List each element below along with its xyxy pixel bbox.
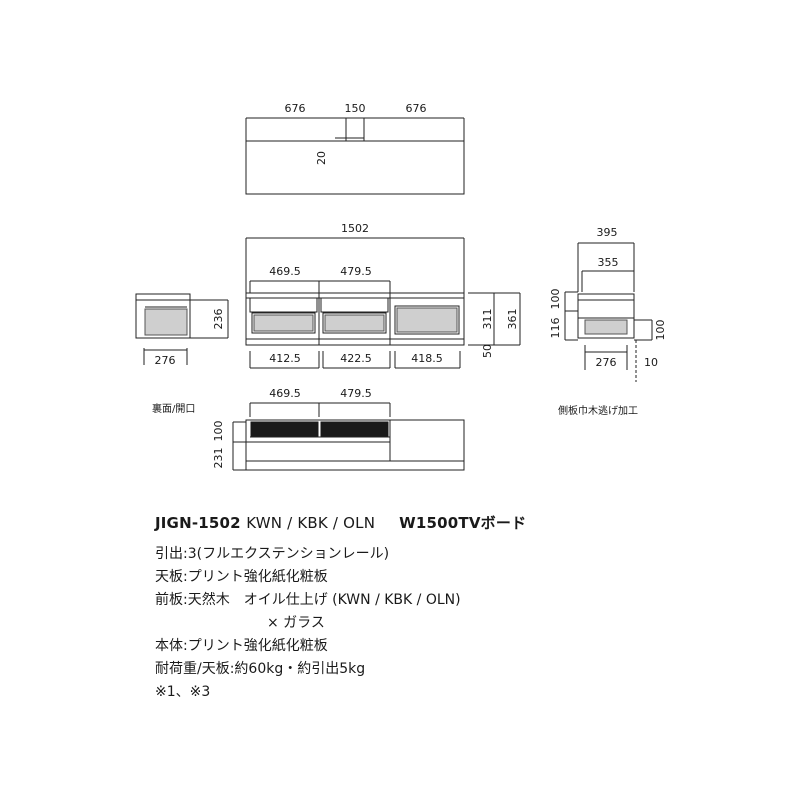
dim-label: 116: [549, 318, 562, 339]
drawer-glass-right: [394, 305, 460, 335]
back-opening-left: [250, 421, 319, 438]
dim-label: 355: [598, 256, 619, 269]
product-title: JIGN-1502 KWN / KBK / OLN W1500TVボード: [155, 512, 755, 533]
dim-label: 236: [212, 309, 225, 330]
drawer-top-center: [320, 297, 389, 313]
cable-notch: [345, 118, 365, 139]
back-view-note: 裏面/開口: [152, 402, 195, 415]
spec-line: 天板:プリント強化紙化粧板: [155, 569, 328, 585]
right-side-outline: [577, 293, 635, 339]
top-view-outline: [245, 140, 465, 195]
left-side-view: [135, 293, 229, 365]
dimension-labels: 676 150 676 20 1502 469.5 479.5 311 361 …: [152, 102, 667, 469]
dim-label: 676: [406, 102, 427, 115]
spec-line: 本体:プリント強化紙化粧板: [155, 638, 328, 654]
dim-label: 150: [345, 102, 366, 115]
back-view: [232, 402, 465, 471]
drawer-glass-center: [322, 312, 387, 334]
front-view: [245, 237, 521, 369]
back-view-outline: [245, 419, 465, 471]
dim-label: 20: [315, 151, 328, 165]
dim-label: 50: [481, 344, 494, 358]
left-side-outline: [135, 293, 191, 339]
dim-label: 418.5: [411, 352, 443, 365]
dim-label: 231: [212, 448, 225, 469]
dim-label: 469.5: [269, 387, 301, 400]
model-number: JIGN-1502: [155, 514, 241, 532]
dim-label: 469.5: [269, 265, 301, 278]
dim-label: 676: [285, 102, 306, 115]
spec-list: 引出:3(フルエクステンションレール) 天板:プリント強化紙化粧板 前板:天然木…: [155, 543, 755, 704]
dim-label: 479.5: [340, 387, 372, 400]
drawer-top-left: [249, 297, 318, 313]
dim-label: 412.5: [269, 352, 301, 365]
product-name: W1500TVボード: [399, 514, 527, 532]
spec-line: 耐荷重/天板:約60kg・約引出5kg: [155, 661, 366, 677]
dim-label: 479.5: [340, 265, 372, 278]
spec-line: × ガラス: [267, 615, 325, 631]
dim-label: 311: [481, 309, 494, 330]
dim-label: 10: [644, 356, 658, 369]
front-view-outline: [245, 292, 465, 346]
right-side-view: [564, 242, 653, 382]
color-variants: KWN / KBK / OLN: [246, 514, 376, 532]
product-spec: JIGN-1502 KWN / KBK / OLN W1500TVボード 引出:3…: [155, 512, 755, 704]
dim-label: 100: [654, 320, 667, 341]
dim-label: 276: [155, 354, 176, 367]
dim-label: 100: [212, 421, 225, 442]
dim-label: 1502: [341, 222, 369, 235]
spec-line: ※1、※3: [155, 684, 211, 700]
top-view: [245, 117, 465, 195]
side-view-note: 側板巾木逃げ加工: [558, 404, 638, 417]
spec-line: 前板:天然木 オイル仕上げ (KWN / KBK / OLN): [155, 592, 461, 608]
spec-line: 引出:3(フルエクステンションレール): [155, 546, 390, 562]
drawer-glass-left: [251, 312, 316, 334]
dim-label: 276: [596, 356, 617, 369]
dim-label: 422.5: [340, 352, 372, 365]
back-opening-center: [320, 421, 389, 438]
dim-label: 361: [506, 309, 519, 330]
dim-label: 100: [549, 289, 562, 310]
dim-label: 395: [597, 226, 618, 239]
